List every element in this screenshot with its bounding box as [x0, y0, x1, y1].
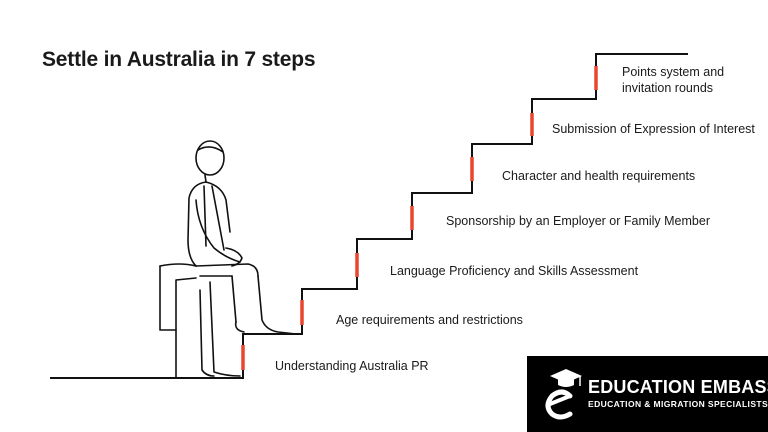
brand-tagline: EDUCATION & MIGRATION SPECIALISTS — [588, 399, 768, 409]
step-label-4: Sponsorship by an Employer or Family Mem… — [446, 214, 710, 228]
step-label-7: Points system and invitation rounds — [622, 64, 724, 96]
seated-person-illustration — [159, 140, 297, 379]
step-label-7-line1: Points system and — [622, 65, 725, 79]
step-label-2: Age requirements and restrictions — [336, 313, 523, 327]
step-label-6: Submission of Expression of Interest — [552, 122, 755, 136]
diagram-title: Settle in Australia in 7 steps — [42, 48, 316, 71]
step-label-5: Character and health requirements — [502, 169, 696, 183]
step-label-3: Language Proficiency and Skills Assessme… — [390, 264, 639, 278]
step-label-1: Understanding Australia PR — [275, 359, 429, 373]
graduation-cap-e-icon — [545, 369, 582, 420]
brand-name: EDUCATION EMBASSY — [588, 377, 768, 397]
step-label-7-line2: invitation rounds — [622, 81, 714, 95]
